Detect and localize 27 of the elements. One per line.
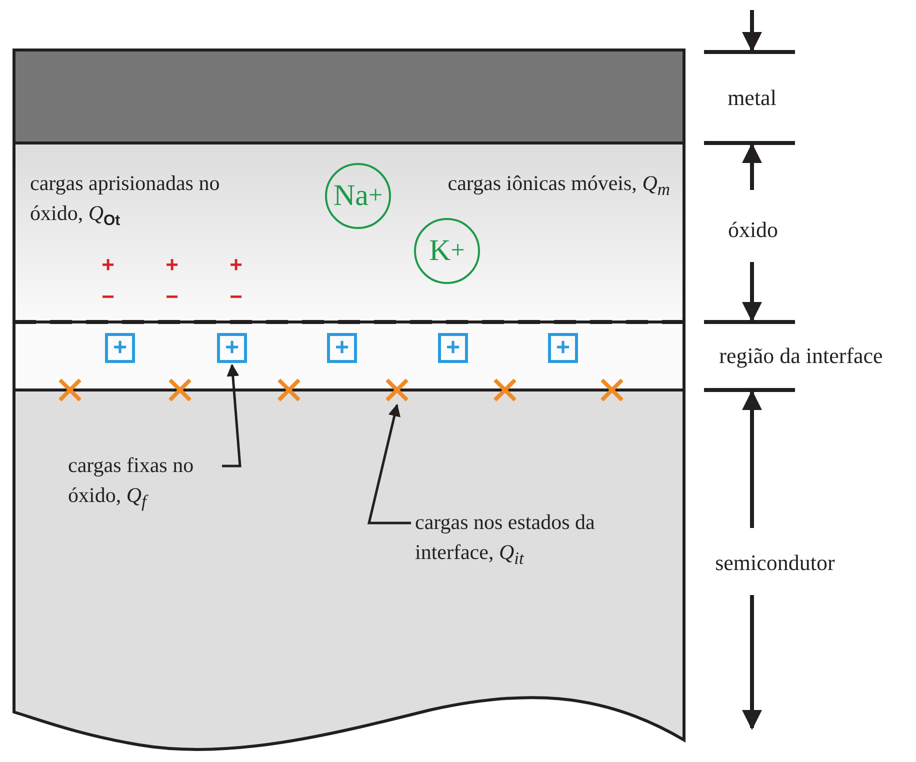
- leader-arrow: [367, 404, 411, 524]
- fixed-charge-square: +: [438, 333, 468, 363]
- cross-mark-icon: [276, 377, 302, 403]
- charge-sign: −: [100, 284, 116, 310]
- layer-label: óxido: [726, 217, 780, 243]
- charge-sign: −: [164, 284, 180, 310]
- charge-sign: +: [100, 252, 116, 278]
- fixed-charge-square: +: [217, 333, 247, 363]
- charge-sign: −: [228, 284, 244, 310]
- leader-arrow: [222, 364, 242, 468]
- fixed-charge-square: +: [548, 333, 578, 363]
- cross-mark-icon: [599, 377, 625, 403]
- layer-label: região da interface: [718, 343, 884, 369]
- cross-mark-icon: [384, 377, 410, 403]
- layer-label: metal: [726, 85, 778, 111]
- annotation-text: cargas fixas no óxido, Q$_{f}$: [68, 450, 218, 516]
- annotation-text: cargas iônicas móveis, Q$_{m}$: [446, 170, 670, 202]
- layer-label: semicondutor: [714, 550, 836, 576]
- fixed-charge-square: +: [327, 333, 357, 363]
- cross-mark-icon: [492, 377, 518, 403]
- fixed-charge-square: +: [105, 333, 135, 363]
- annotation-text: cargas nos estados da interface, Q$_{it}$: [415, 507, 637, 574]
- charge-sign: +: [164, 252, 180, 278]
- annotation-text: cargas aprisionadas no óxido, Q$_{Ot}$: [30, 170, 221, 232]
- cross-mark-icon: [57, 377, 83, 403]
- charge-sign: +: [228, 252, 244, 278]
- cross-mark-icon: [167, 377, 193, 403]
